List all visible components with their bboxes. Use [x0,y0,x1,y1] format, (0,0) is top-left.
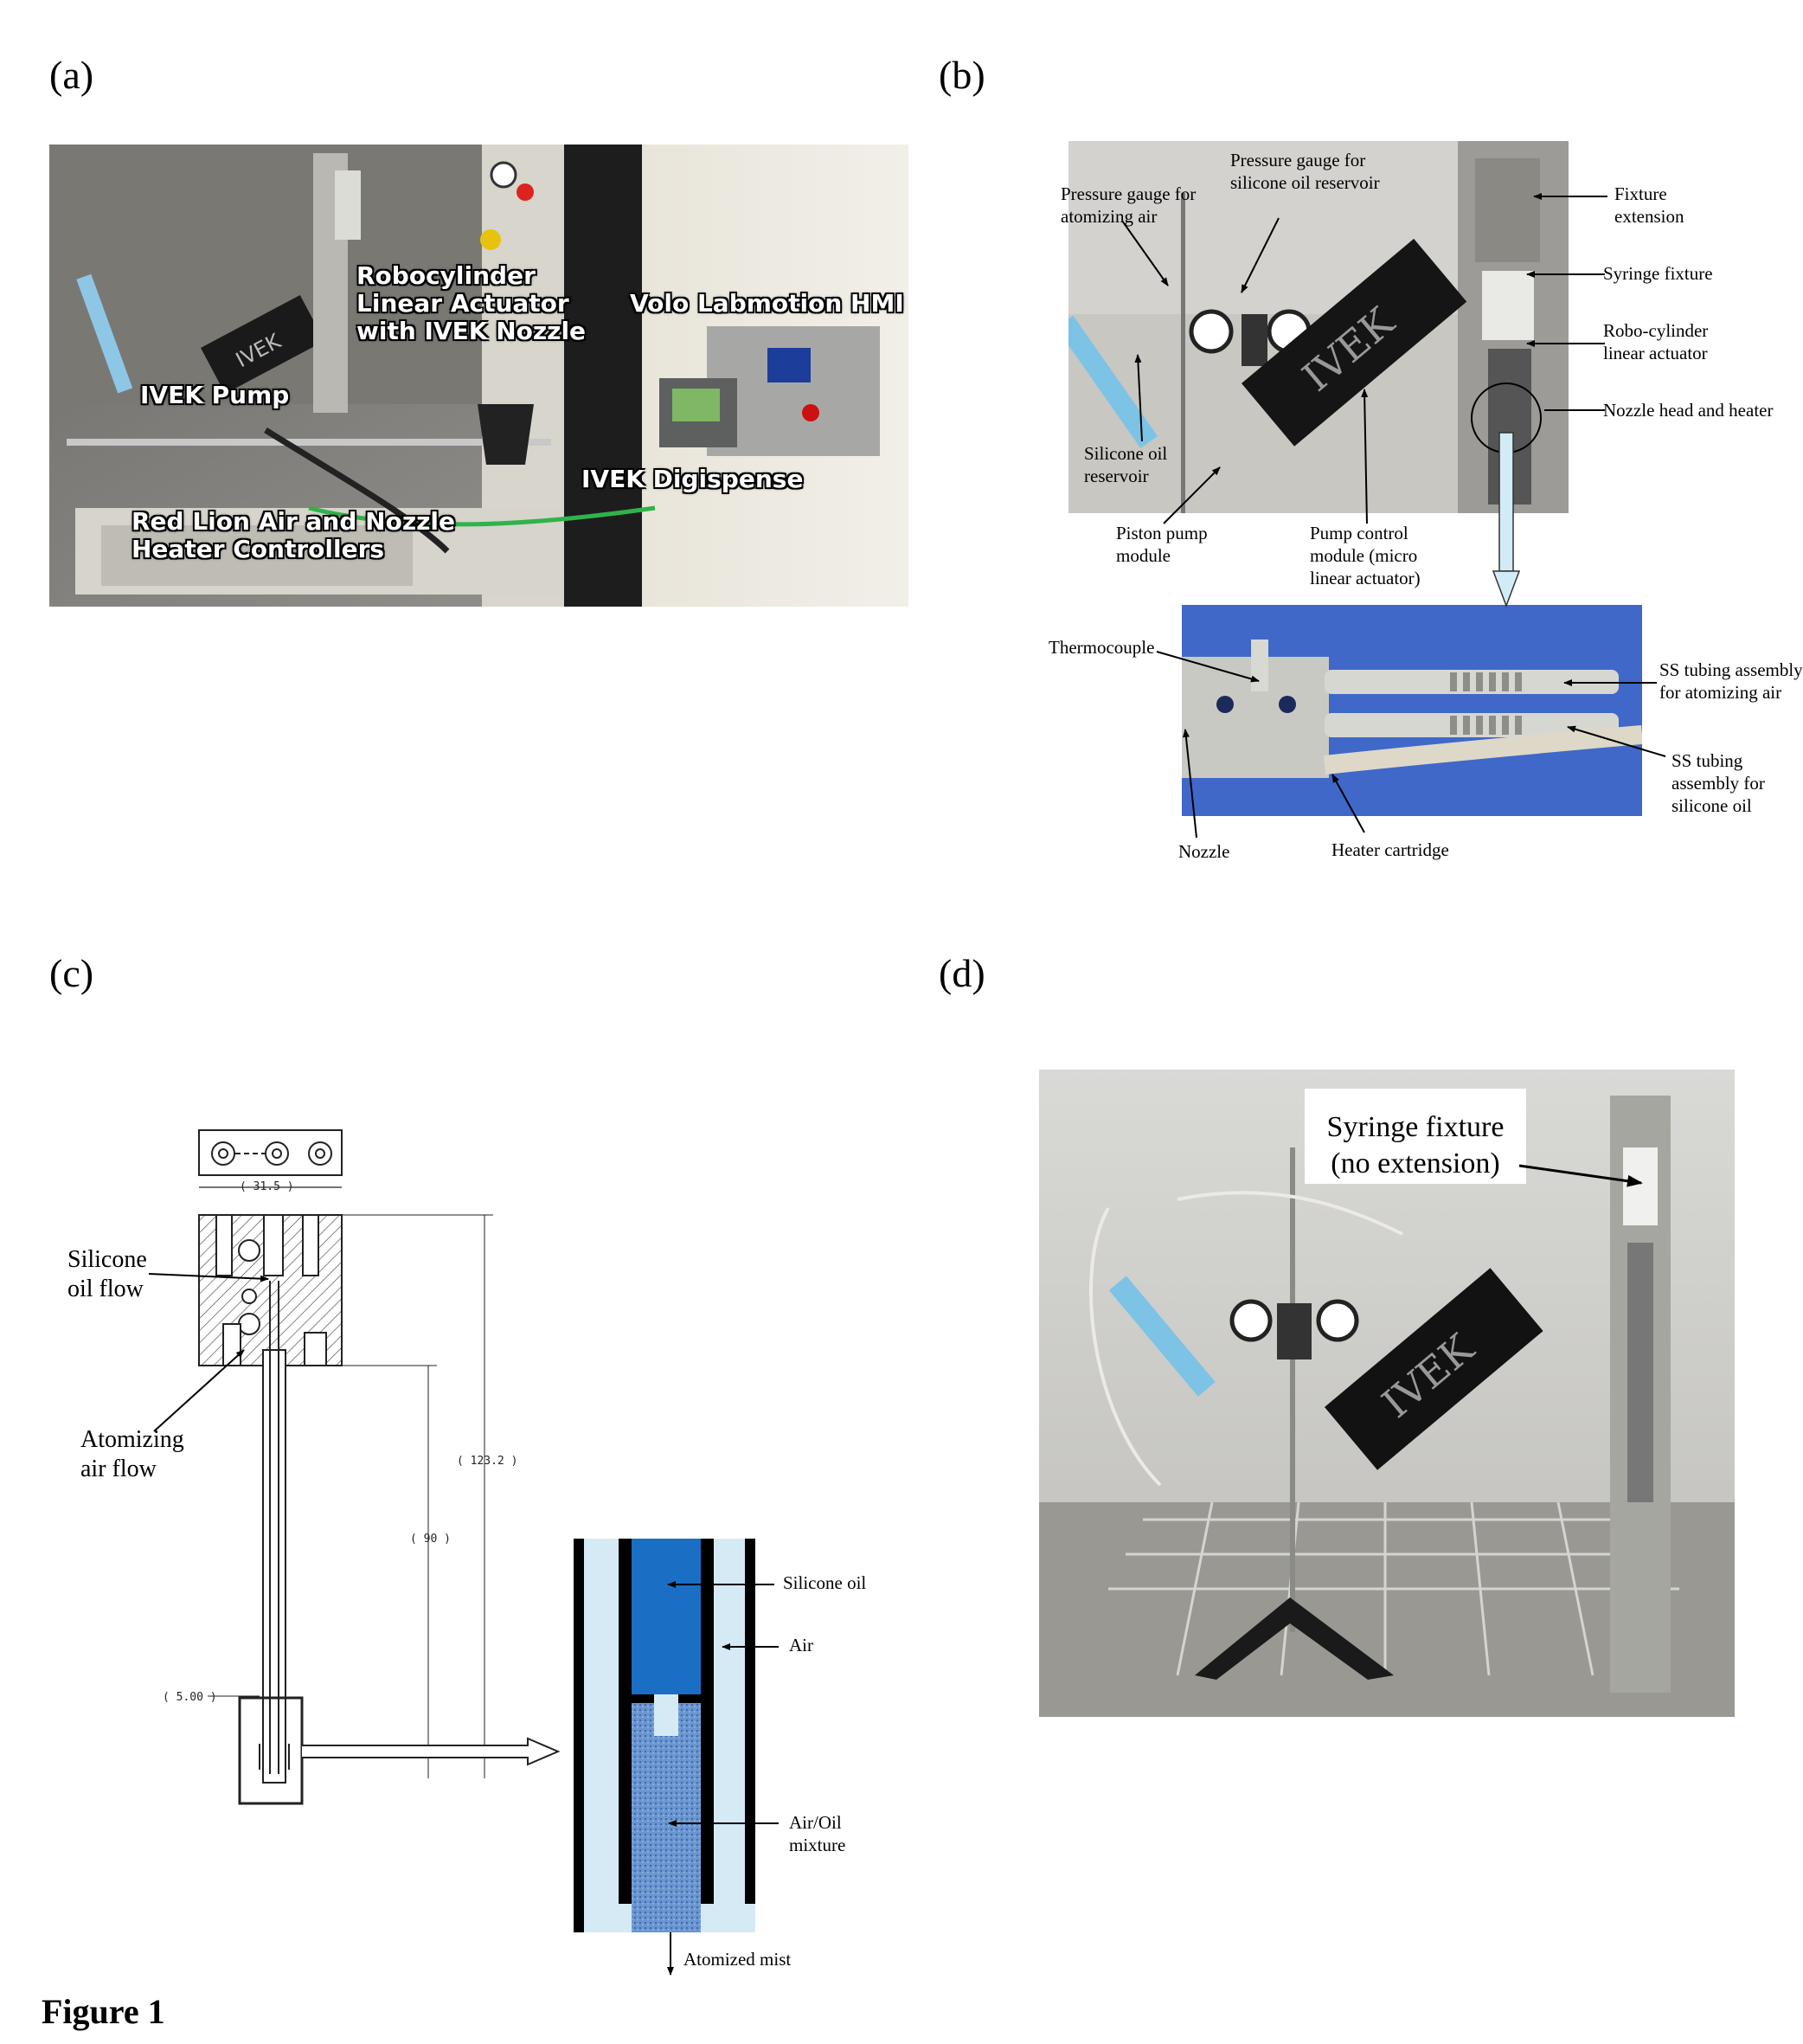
callout-line1: Syringe fixture [1326,1111,1505,1143]
label-atomizing-line1: Atomizing [80,1426,184,1453]
label-pump-control-line3: linear actuator) [1310,568,1421,588]
label-syringe-fixture: Syringe fixture [1603,263,1713,284]
panel-b-photo-top: IVEK [1068,141,1569,513]
label-ivek-pump: IVEK Pump [140,381,290,409]
label-atomizing-line2: air flow [80,1456,157,1482]
callout-box [1305,1089,1526,1184]
label-volo-hmi: Volo Labmotion HMI [630,289,904,318]
label-piston-line1: Piston pump [1116,523,1208,543]
label-ss-tubing-air: SS tubing assembly for atomizing air [1659,659,1803,704]
label-fixture-extension: Fixture extension [1614,183,1684,228]
panel-a-photo: IVEK [49,145,908,607]
label-pump-control: Pump control module (micro linear actuat… [1310,522,1421,589]
panel-b-photo-nozzle [1182,605,1642,816]
label-ss-oil-line3: silicone oil [1671,795,1752,816]
label-gauge-silicone-line2: silicone oil reservoir [1230,172,1380,193]
panel-b-letter: (b) [939,53,985,97]
label-robo-line1: Robo-cylinder [1603,320,1709,341]
label-gauge-silicone-line1: Pressure gauge for [1230,150,1366,170]
label-piston-pump: Piston pump module [1116,522,1208,567]
panel-c-letter: (c) [49,951,94,995]
label-silicone-res-line1: Silicone oil [1084,443,1168,464]
nozzle-cross-section [574,1539,755,1932]
label-fixture-ext-line1: Fixture [1614,183,1667,204]
label-robocylinder-line2: Linear Actuator [356,289,569,318]
label-gauge-air: Pressure gauge for atomizing air [1061,183,1196,228]
label-silicone-flow-line2: oil flow [67,1276,144,1302]
label-air-oil-mixture: Air/Oil mixture [789,1811,845,1856]
label-silicone-reservoir: Silicone oil reservoir [1084,442,1167,487]
label-mixture-line2: mixture [789,1835,846,1855]
label-robocylinder-line1: Robocylinder [356,261,536,290]
panel-d-letter: (d) [939,951,985,995]
label-thermocouple: Thermocouple [1049,637,1155,658]
nozzle-drawing [198,1129,493,1805]
label-silicone-oil-flow: Silicone oil flow [67,1245,147,1304]
label-pump-control-line1: Pump control [1310,523,1408,543]
label-robo-line2: linear actuator [1603,343,1708,363]
arrow-to-detail [302,1737,561,1766]
label-atomizing-air-flow: Atomizing air flow [80,1425,184,1484]
label-ss-oil-line1: SS tubing [1671,750,1743,771]
label-nozzle-head: Nozzle head and heater [1603,400,1774,421]
label-red-lion-line1: Red Lion Air and Nozzle [132,507,455,536]
label-nozzle: Nozzle [1178,841,1230,862]
label-atomized-mist: Atomized mist [683,1949,792,1970]
arrow-down-nozzle [1492,432,1521,608]
label-air: Air [789,1635,813,1655]
label-robocylinder-line3: with IVEK Nozzle [356,317,587,345]
label-red-lion: Red Lion Air and Nozzle Heater Controlle… [132,508,455,563]
label-gauge-air-line2: atomizing air [1061,206,1158,227]
label-mixture-line1: Air/Oil [789,1812,842,1833]
callout-line2: (no extension) [1331,1147,1500,1179]
label-robocylinder: Robocylinder Linear Actuator with IVEK N… [356,262,586,345]
dim-tip: ( 5.00 ) [163,1691,217,1704]
label-robo-cylinder: Robo-cylinder linear actuator [1603,319,1708,364]
label-ss-air-line2: for atomizing air [1659,682,1782,703]
label-silicone-oil: Silicone oil [783,1572,867,1593]
figure-caption: Figure 1 [42,1992,165,2031]
label-gauge-silicone: Pressure gauge for silicone oil reservoi… [1230,149,1380,194]
label-fixture-ext-line2: extension [1614,206,1684,227]
label-red-lion-line2: Heater Controllers [132,535,385,563]
label-piston-line2: module [1116,545,1171,566]
label-silicone-flow-line1: Silicone [67,1246,147,1273]
panel-a-letter: (a) [49,53,94,97]
label-heater-cartridge: Heater cartridge [1331,839,1449,860]
callout-syringe-fixture: Syringe fixture (no extension) [1305,1109,1526,1182]
dim-mid-length: ( 90 ) [410,1533,451,1546]
label-ss-oil-line2: assembly for [1671,773,1765,794]
label-gauge-air-line1: Pressure gauge for [1061,183,1197,204]
label-ss-tubing-oil: SS tubing assembly for silicone oil [1671,749,1765,817]
label-ss-air-line1: SS tubing assembly [1659,659,1803,680]
dim-total-length: ( 123.2 ) [457,1455,518,1468]
label-silicone-res-line2: reservoir [1084,466,1149,486]
label-pump-control-line2: module (micro [1310,545,1418,566]
label-ivek-digispense: IVEK Digispense [581,465,804,493]
